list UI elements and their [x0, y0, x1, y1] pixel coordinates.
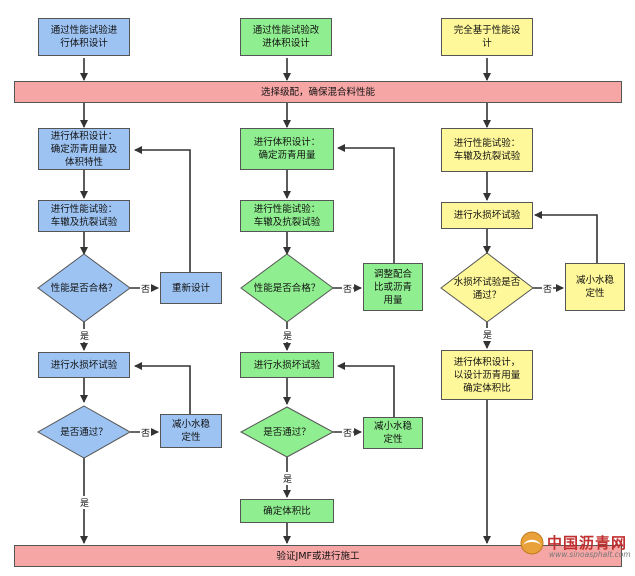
arrow-yellow-reduce-loop: [534, 211, 598, 263]
green-pass-yes-label: 是: [282, 472, 294, 485]
yellow-moisture-no-label: 否: [542, 282, 554, 295]
green-pass-decision: [239, 406, 335, 458]
green-pass-decision-text: 是否通过？: [263, 426, 311, 438]
green-volume-design-box: 进行体积设计： 确定沥青用量: [240, 128, 334, 170]
blue-perf-yes-label: 是: [79, 329, 91, 342]
yellow-start-box: 完全基于性能设 计: [441, 18, 533, 56]
green-moisture-test-box: 进行水损坏试验: [240, 352, 334, 378]
yellow-volume-design-box: 进行体积设计， 以设计沥青用量 确定体积比: [441, 350, 533, 400]
green-adjust-box: 调整配合 比或沥青 用量: [363, 263, 423, 311]
blue-perf-no-label: 否: [140, 282, 152, 295]
blue-perf-test-box: 进行性能试验： 车辙及抗裂试验: [38, 200, 130, 232]
arrow-green-reduce-loop: [337, 362, 395, 417]
yellow-perf-test-box: 进行性能试验： 车辙及抗裂试验: [441, 128, 533, 172]
green-perf-decision-text: 性能是否合格？: [254, 282, 321, 294]
blue-pass-decision-text: 是否通过？: [60, 426, 108, 438]
sinoasphalt-logo-icon: [520, 531, 544, 555]
green-perf-no-label: 否: [342, 282, 354, 295]
arrow-green-adjust-loop: [337, 144, 395, 263]
green-perf-test-box: 进行性能试验： 车辙及抗裂试验: [240, 200, 334, 232]
blue-pass-no-label: 否: [140, 426, 152, 439]
top-bar: 选择级配，确保混合料性能: [14, 81, 622, 103]
yellow-reduce-moisture-box: 减小水稳 定性: [565, 263, 625, 311]
green-perf-decision: [240, 253, 334, 323]
blue-pass-yes-label: 是: [79, 496, 91, 509]
blue-perf-decision: [37, 253, 131, 323]
green-start-box: 通过性能试验改 进体积设计: [240, 18, 332, 56]
arrow-blue-redesign-loop: [134, 146, 191, 272]
arrow-blue-reduce-loop: [134, 362, 191, 414]
green-reduce-moisture-box: 减小水稳 定性: [363, 417, 423, 449]
blue-redesign-box: 重新设计: [160, 272, 222, 304]
green-pass-no-label: 否: [342, 426, 354, 439]
blue-pass-decision: [36, 405, 132, 459]
blue-perf-decision-text: 性能是否合格？: [51, 282, 118, 294]
blue-reduce-moisture-box: 减小水稳 定性: [160, 414, 222, 448]
watermark-name: 中国沥青网: [547, 534, 628, 552]
blue-volume-design-box: 进行体积设计： 确定沥青用量及 体积特性: [38, 128, 130, 170]
blue-moisture-test-box: 进行水损坏试验: [38, 352, 130, 378]
blue-start-box: 通过性能试验进 行体积设计: [38, 18, 130, 56]
yellow-moisture-decision-text: 水损坏试验是否通过？: [454, 276, 521, 301]
watermark-url: www.sinoasphalt.com: [549, 550, 631, 559]
green-determine-volume-box: 确定体积比: [240, 499, 334, 523]
green-perf-yes-label: 是: [282, 329, 294, 342]
yellow-moisture-yes-label: 是: [482, 328, 494, 341]
yellow-moisture-decision: [440, 252, 534, 323]
yellow-moisture-test-box: 进行水损坏试验: [441, 202, 533, 229]
bottom-bar: 验证JMF或进行施工: [14, 545, 622, 567]
